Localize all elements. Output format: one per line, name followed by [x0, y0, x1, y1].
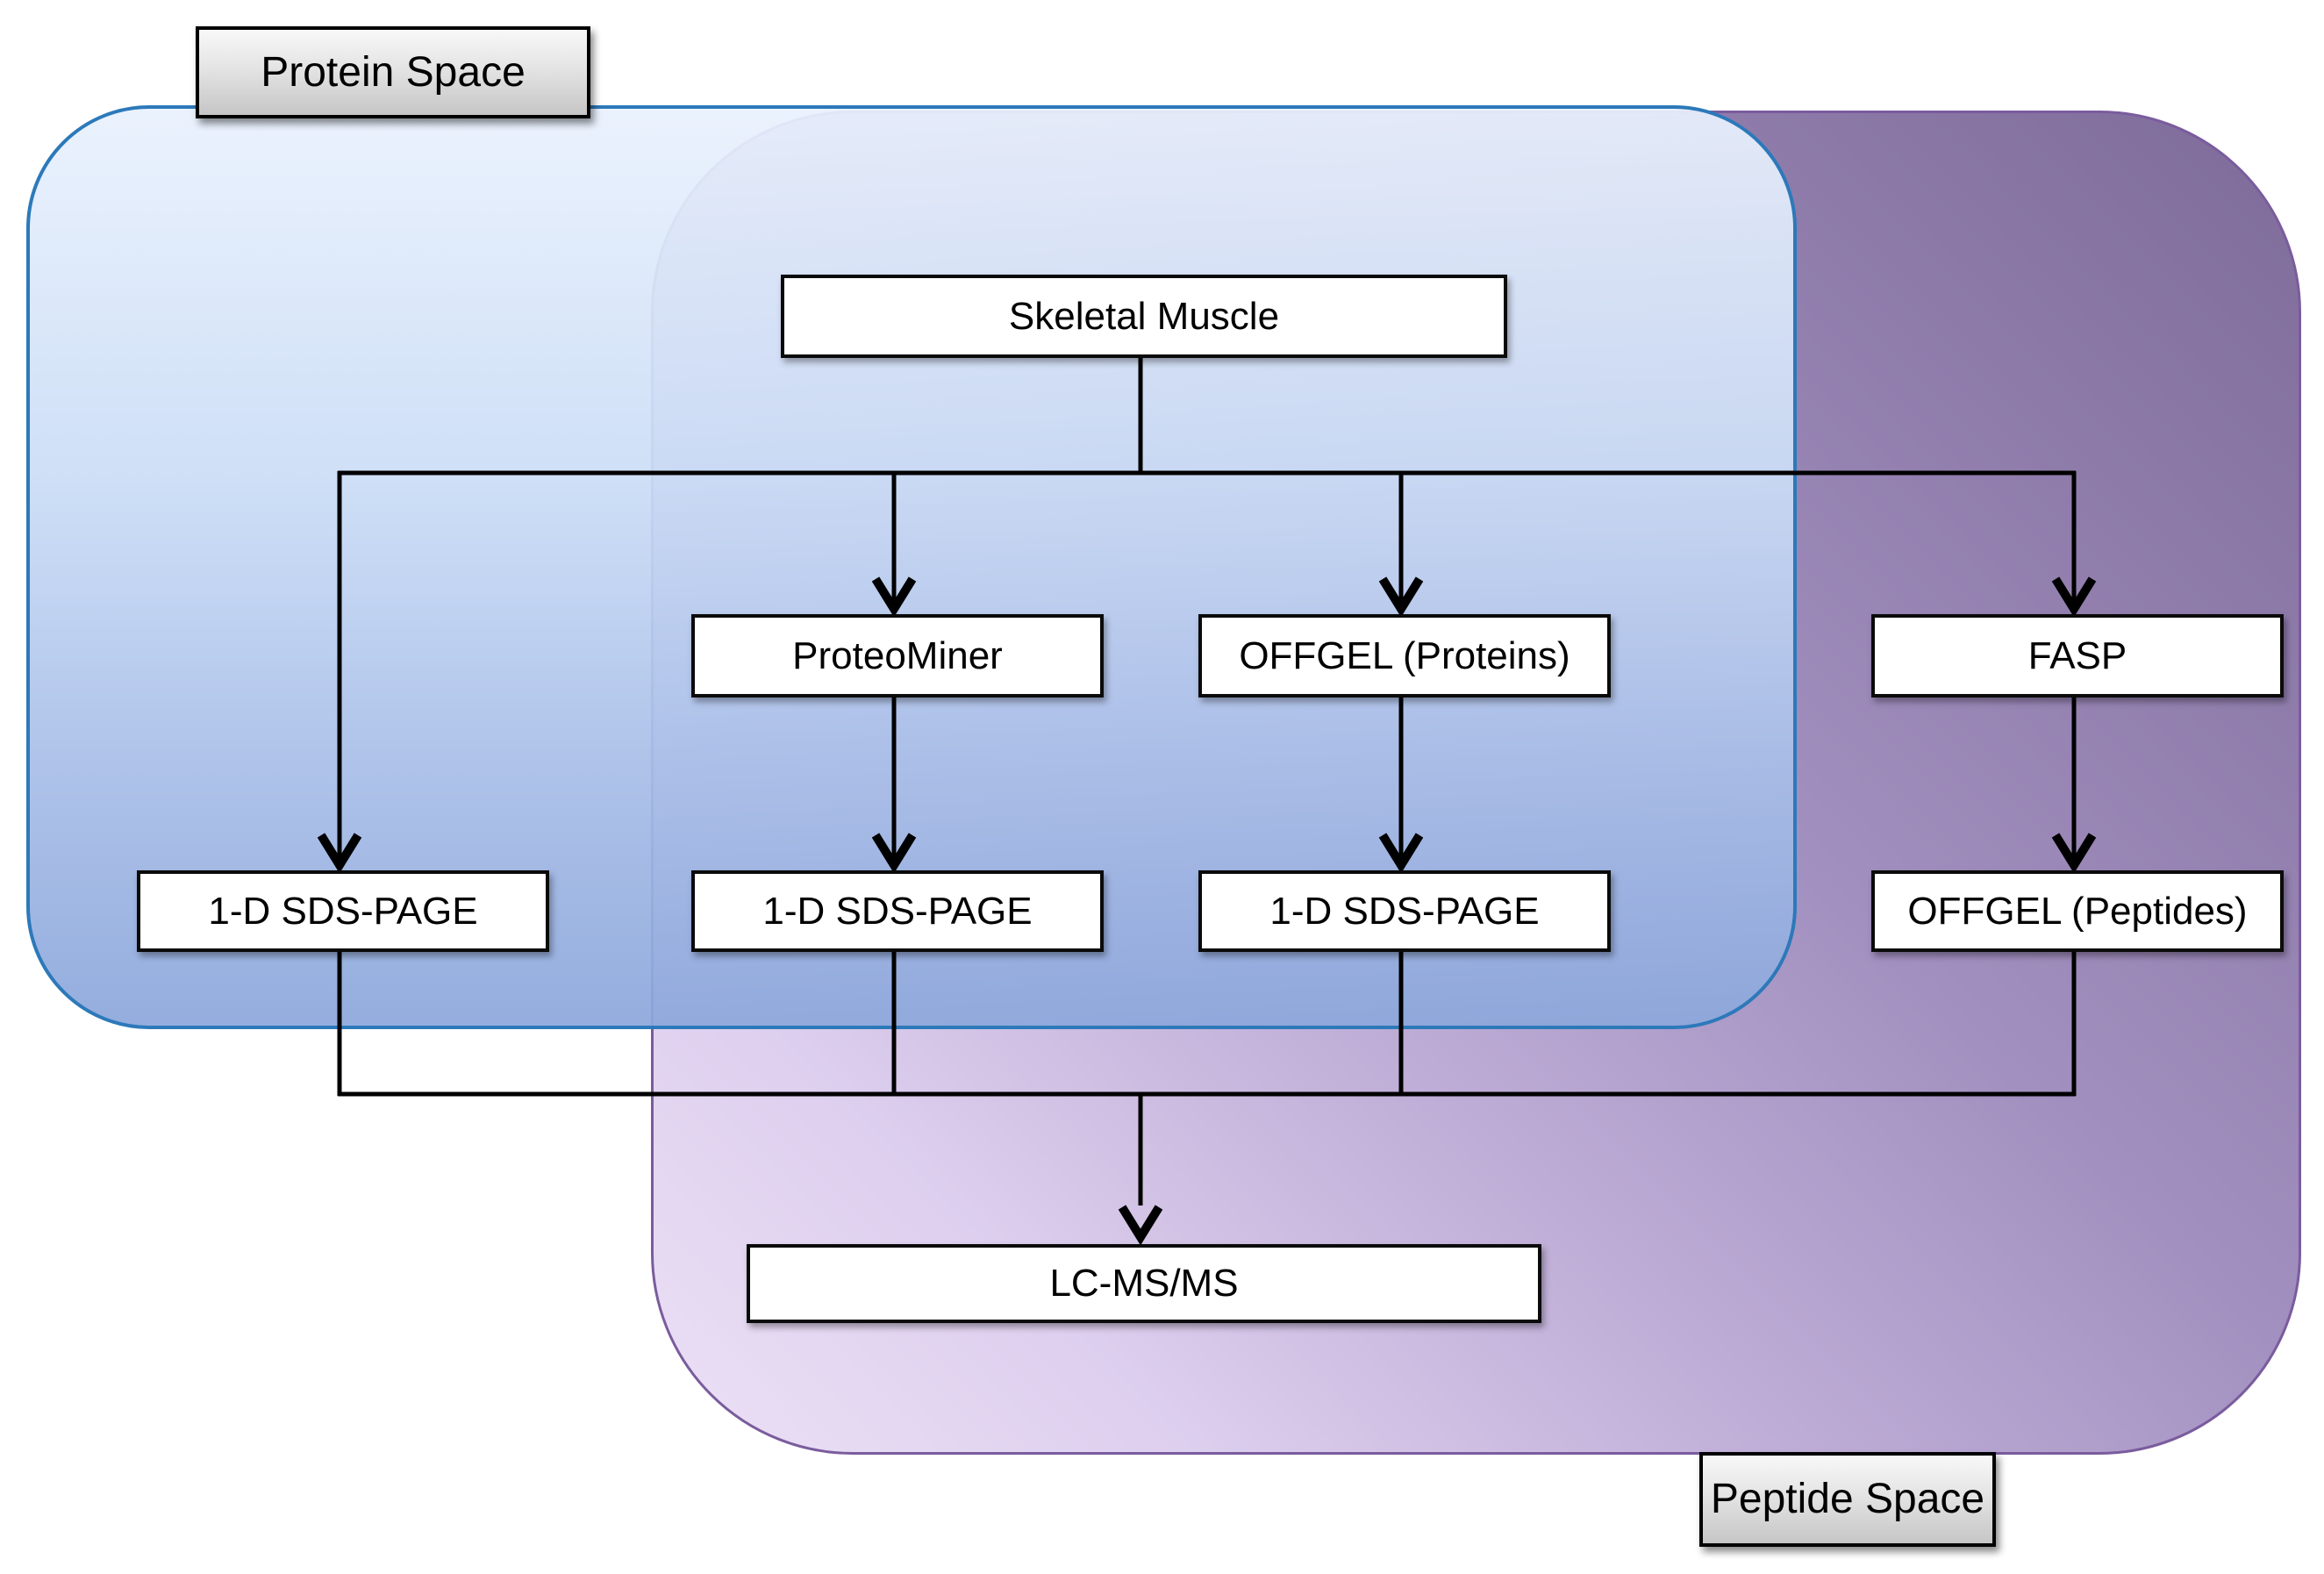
node-lc-ms-ms: LC-MS/MS: [747, 1244, 1541, 1323]
peptide-space-label: Peptide Space: [1710, 1476, 1985, 1522]
arrowhead-to-sds1: [317, 833, 362, 874]
arrowhead-to-fasp: [2051, 576, 2097, 618]
node-offgel-peptides: OFFGEL (Peptides): [1871, 870, 2284, 952]
arrowhead-to-lcms: [1118, 1205, 1163, 1246]
peptide-space-label-box: Peptide Space: [1699, 1452, 1996, 1547]
arrowhead-to-sds3: [1378, 833, 1424, 874]
node-lc-ms-ms-label: LC-MS/MS: [1049, 1262, 1239, 1305]
node-sds-page-2-label: 1-D SDS-PAGE: [762, 889, 1033, 933]
protein-space-label: Protein Space: [261, 48, 526, 96]
node-offgel-peptides-label: OFFGEL (Peptides): [1907, 889, 2248, 933]
arrowhead-to-sds2: [871, 833, 917, 874]
node-sds-page-3-label: 1-D SDS-PAGE: [1269, 889, 1540, 933]
node-fasp-label: FASP: [2027, 633, 2127, 677]
node-skeletal-muscle: Skeletal Muscle: [781, 275, 1507, 358]
node-sds-page-1: 1-D SDS-PAGE: [137, 870, 549, 952]
node-proteominer-label: ProteoMiner: [792, 633, 1003, 677]
node-fasp: FASP: [1871, 614, 2284, 698]
node-sds-page-1-label: 1-D SDS-PAGE: [208, 889, 478, 933]
node-offgel-proteins: OFFGEL (Proteins): [1198, 614, 1611, 698]
node-sds-page-3: 1-D SDS-PAGE: [1198, 870, 1611, 952]
node-offgel-proteins-label: OFFGEL (Proteins): [1239, 633, 1570, 677]
node-sds-page-2: 1-D SDS-PAGE: [691, 870, 1104, 952]
protein-space-label-box: Protein Space: [196, 26, 590, 118]
arrowhead-to-offgel-proteins: [1378, 576, 1424, 618]
arrowhead-to-offgel-peptides: [2051, 833, 2097, 874]
arrowhead-to-proteominer: [871, 576, 917, 618]
node-skeletal-muscle-label: Skeletal Muscle: [1008, 294, 1280, 338]
node-proteominer: ProteoMiner: [691, 614, 1104, 698]
